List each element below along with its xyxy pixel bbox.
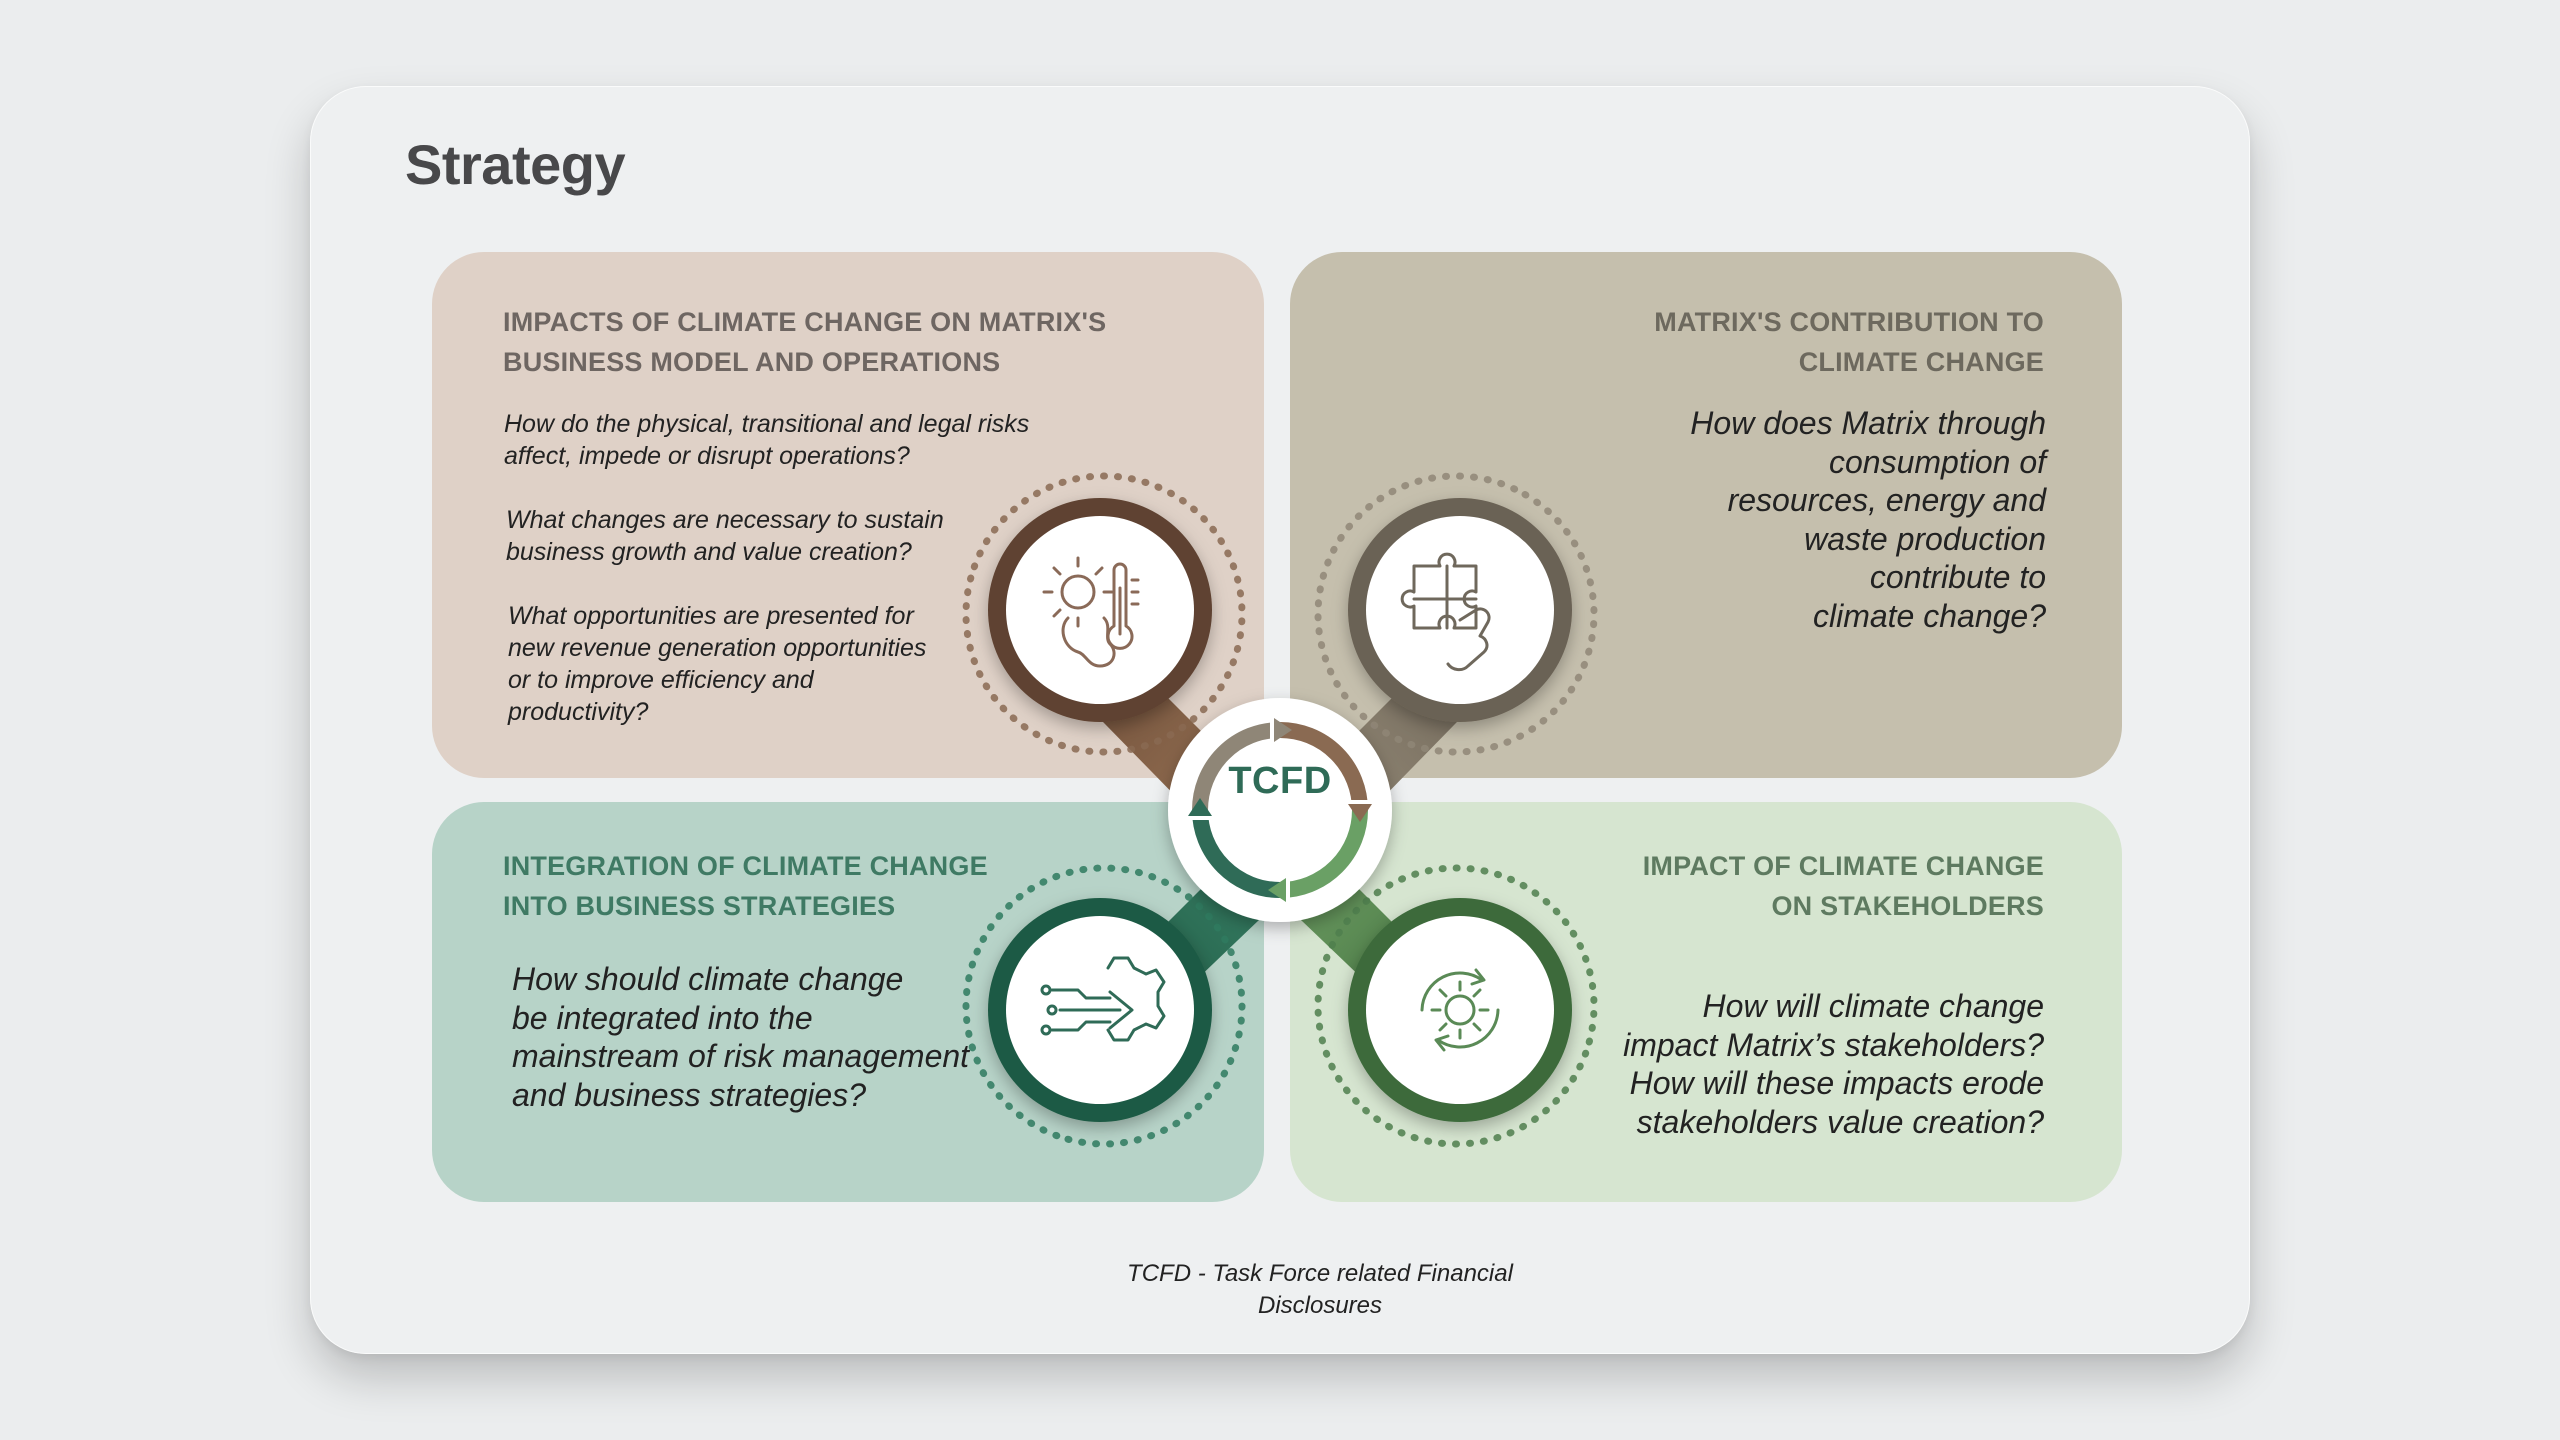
tcfd-label: TCFD xyxy=(1228,760,1332,802)
tcfd-diagram xyxy=(962,472,1598,1148)
tcfd-center xyxy=(1168,698,1392,922)
heading-business-model: IMPACTS OF CLIMATE CHANGE ON MATRIX'S BU… xyxy=(503,307,1107,377)
question-changes: What changes are necessary to sustain bu… xyxy=(506,506,944,566)
puzzle-hand-icon xyxy=(1400,552,1491,672)
gear-cycle-icon xyxy=(1420,968,1500,1052)
node-top-right xyxy=(1314,472,1598,756)
question-integration: How should climate change be integrated … xyxy=(512,961,970,1113)
heading-integration: INTEGRATION OF CLIMATE CHANGE INTO BUSIN… xyxy=(503,851,988,921)
gear-circuit-arrow-icon xyxy=(1040,956,1166,1042)
footnote: TCFD - Task Force related Financial Disc… xyxy=(1127,1260,1513,1319)
node-bottom-right xyxy=(1314,864,1598,1148)
climate-thermometer-icon xyxy=(1042,556,1140,668)
question-contribution: How does Matrix through consumption of r… xyxy=(1690,405,2046,634)
node-top-left xyxy=(962,472,1246,756)
question-opportunities: What opportunities are presented for new… xyxy=(508,602,927,726)
question-risks: How do the physical, transitional and le… xyxy=(504,410,1030,470)
node-bottom-left xyxy=(962,864,1246,1148)
question-stakeholders: How will climate change impact Matrix’s … xyxy=(1623,988,2044,1140)
heading-stakeholders: IMPACT OF CLIMATE CHANGE ON STAKEHOLDERS xyxy=(1642,851,2044,921)
page-title: Strategy xyxy=(405,133,626,196)
heading-contribution: MATRIX'S CONTRIBUTION TO CLIMATE CHANGE xyxy=(1654,307,2044,377)
